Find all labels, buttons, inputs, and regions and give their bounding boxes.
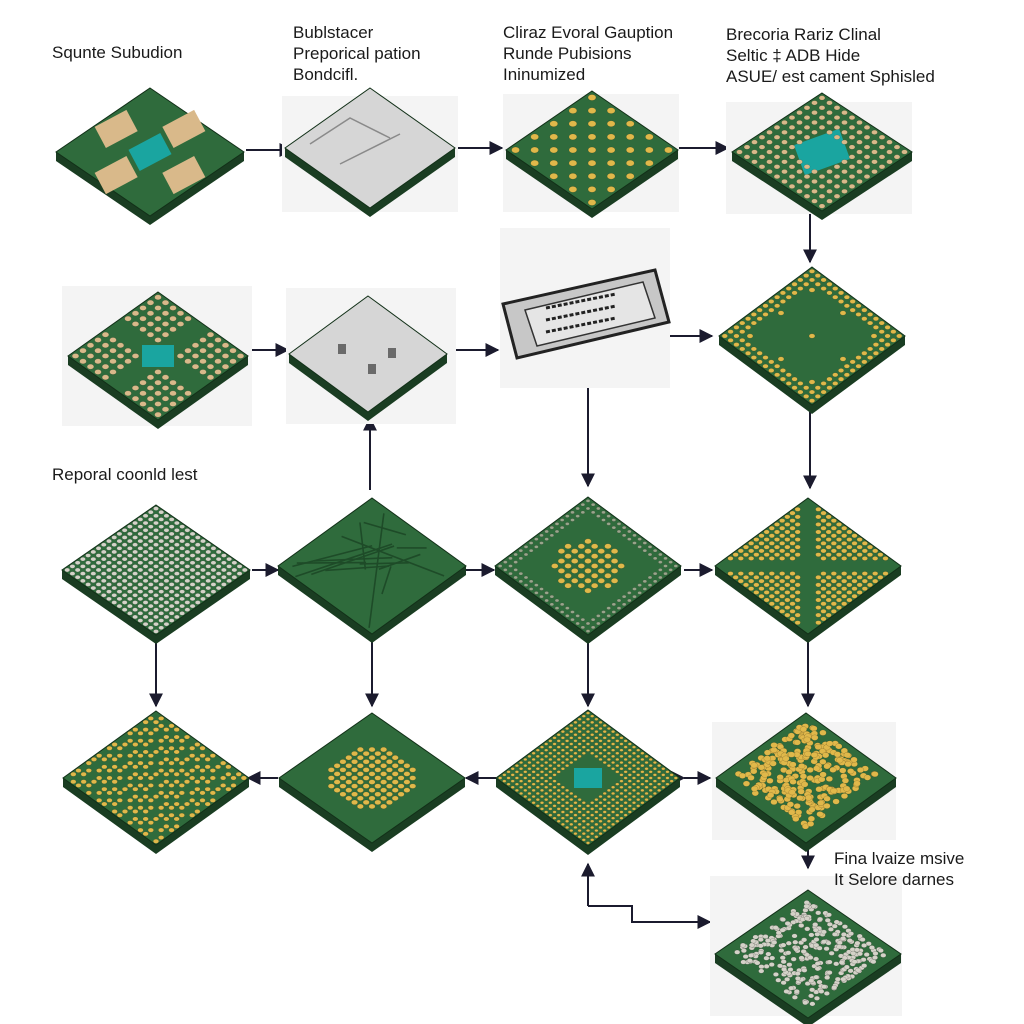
label-line: ASUE/ est cament Sphisled	[726, 67, 935, 86]
bare-wafer	[282, 87, 458, 217]
label-reporal-coonld: Reporal coonld lest	[52, 464, 198, 485]
perimeter-ball-package	[718, 266, 906, 414]
process-nodes	[55, 87, 913, 1024]
label-evoral-gauption: Cliraz Evoral Gauption Runde Pubisions I…	[503, 22, 673, 85]
label-final-lvaize: Fina lvaize msive It Selore darnes	[834, 848, 964, 890]
connector-arrows	[149, 141, 817, 929]
label-line: Squnte Subudion	[52, 43, 183, 62]
gold-scatter-bga-surface	[62, 710, 250, 846]
label-line: Ininumized	[503, 65, 586, 84]
silver-grid-bga-surface	[61, 504, 251, 636]
probe-board	[286, 288, 456, 424]
lidded-package	[500, 228, 671, 388]
silver-grid-bga	[61, 504, 251, 644]
label-line: Preporical pation	[293, 44, 421, 63]
label-line: Reporal coonld lest	[52, 465, 198, 484]
flow-arrow-elbow	[588, 905, 712, 929]
final-silver-bga	[710, 876, 902, 1024]
label-square-subudion: Squnte Subudion	[52, 42, 182, 63]
label-line: Bublstacer	[293, 23, 374, 42]
label-line: Fina lvaize msive	[834, 849, 965, 868]
label-line: Brecoria Rariz Clinal	[726, 25, 881, 44]
label-line: It Selore darnes	[834, 870, 955, 889]
label-line: Seltic ‡ ADB Hide	[726, 46, 861, 65]
gold-oval-bga-surface	[278, 712, 466, 844]
cross-pad-chip	[55, 87, 245, 225]
gold-pattern-bga	[714, 497, 902, 643]
label-line: Bondcifl.	[293, 65, 359, 84]
bump-array-board	[503, 90, 679, 218]
trace-board	[277, 497, 467, 643]
gold-center-bga-surface	[494, 496, 682, 636]
quad-cluster-chip	[62, 286, 252, 429]
gold-heap-bga	[712, 712, 897, 852]
cross-die-bga	[495, 709, 681, 855]
label-preporical-pation: Bublstacer Preporical pation Bondcifl.	[293, 22, 421, 85]
label-line: Cliraz Evoral Gauption	[503, 23, 674, 42]
gold-pattern-bga-surface	[714, 497, 902, 635]
bare-wafer-surface	[284, 87, 456, 209]
gold-scatter-bga	[62, 710, 250, 854]
trace-board-surface	[277, 497, 467, 635]
gold-center-bga	[494, 496, 682, 644]
wirebond-die	[726, 92, 913, 220]
label-line: Runde Pubisions	[503, 44, 632, 63]
label-rariz-clinal: Brecoria Rariz Clinal Seltic ‡ ADB Hide …	[726, 24, 935, 87]
gold-oval-bga	[278, 712, 466, 852]
probe-board-surface	[288, 295, 448, 413]
